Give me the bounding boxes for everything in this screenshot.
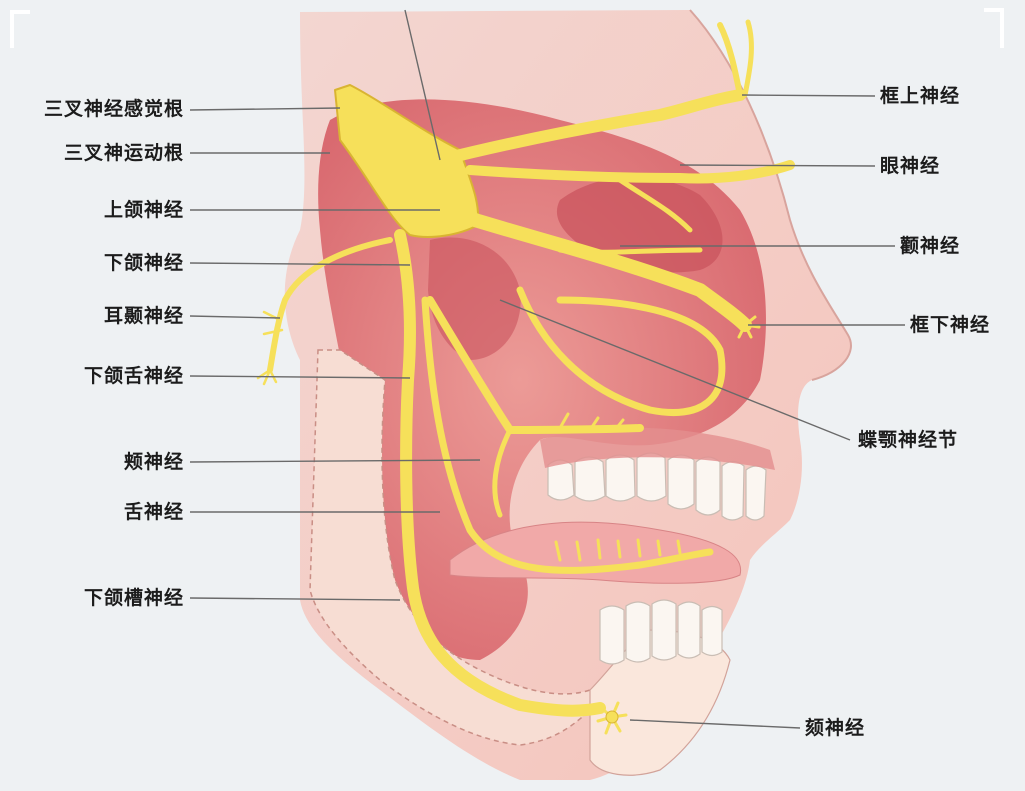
label-supraorbital-nerve: 框上神经 <box>880 85 960 107</box>
label-trigeminal-sensory-root: 三叉神经感觉根 <box>4 98 184 120</box>
label-auriculotemporal-nerve: 耳颞神经 <box>4 305 184 327</box>
label-lingual-nerve: 舌神经 <box>4 501 184 523</box>
label-pterygopalatine-ganglion: 蝶颚神经节 <box>858 429 958 451</box>
label-infraorbital-nerve: 框下神经 <box>910 314 990 336</box>
label-mental-nerve: 颏神经 <box>805 717 865 739</box>
label-mylohyoid-nerve: 下颌舌神经 <box>4 365 184 387</box>
label-mandibular-nerve: 下颌神经 <box>4 252 184 274</box>
label-ophthalmic-nerve: 眼神经 <box>880 155 940 177</box>
label-zygomatic-nerve: 颧神经 <box>900 235 960 257</box>
label-trigeminal-motor-root: 三叉神运动根 <box>4 142 184 164</box>
label-buccal-nerve: 颊神经 <box>4 451 184 473</box>
label-inferior-alveolar-nerve: 下颌槽神经 <box>4 587 184 609</box>
label-maxillary-nerve: 上颌神经 <box>4 199 184 221</box>
